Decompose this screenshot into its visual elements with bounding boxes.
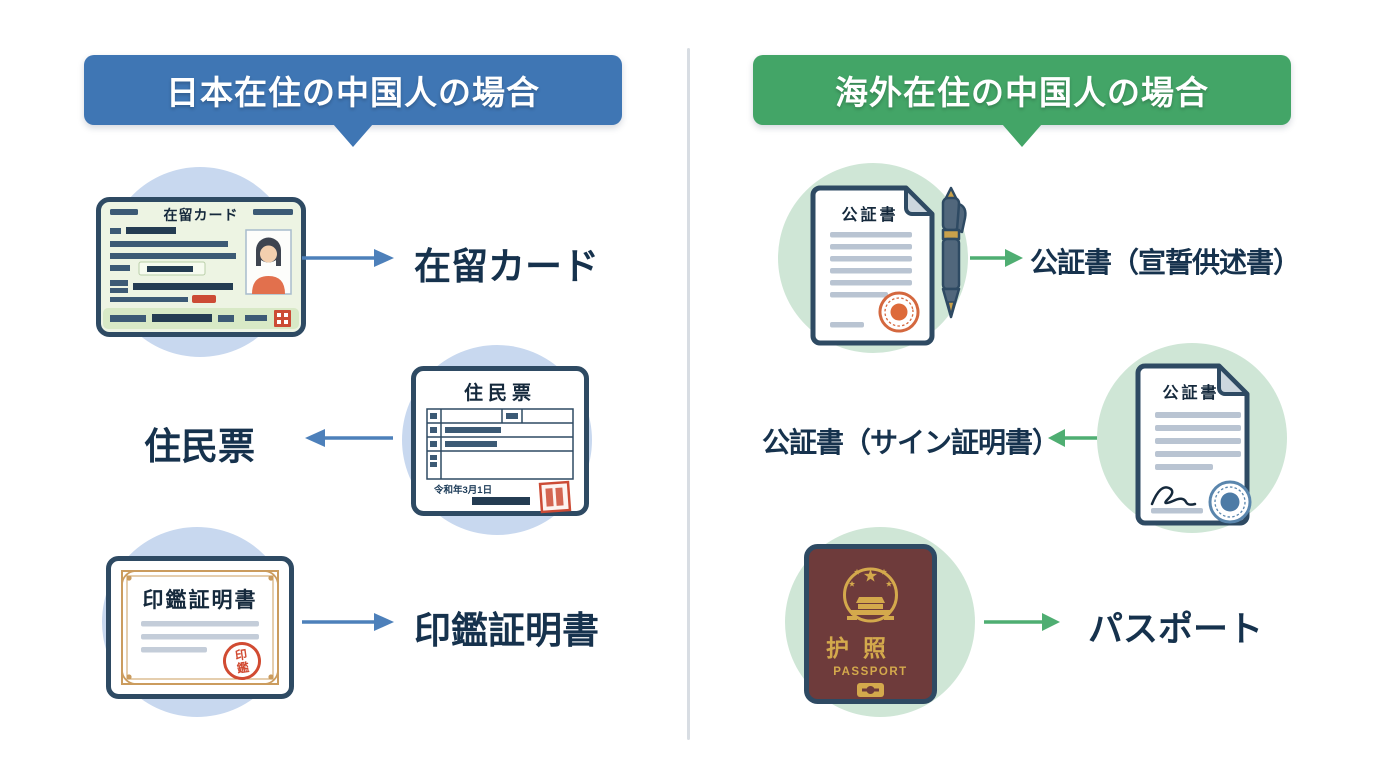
left-header-banner: 日本在住の中国人の場合 [84,55,622,125]
passport-title-en: PASSPORT [833,666,907,678]
notarial-deed-title: 公証書 [1162,383,1219,402]
notarial-deed-pen-icon: 公証書 [810,185,967,346]
fountain-pen-icon [941,186,967,319]
notarial-deed-sign-illustration: 公証書 [1095,340,1290,538]
resident-record-date: 令和年3月1日 [433,484,492,496]
left-header-title: 日本在住の中国人の場合 [166,74,540,111]
right-item-label-notarial-sworn: 公証書（宣誓供述書） [1030,247,1301,278]
notarial-deed-sworn-illustration: 公証書 [776,161,976,359]
notarial-deed-signature-icon: 公証書 [1135,363,1252,526]
arrow-right-icon [302,613,394,631]
passport-title-cn: 护照 [826,635,900,661]
seal-certificate-title: 印鑑証明書 [143,588,258,612]
arrow-left-icon [1048,429,1098,447]
resident-record-icon: 住民票 [411,366,589,516]
right-header-banner: 海外在住の中国人の場合 [753,55,1291,125]
resident-record-title: 住民票 [464,381,536,404]
right-item-label-notarial-sign: 公証書（サイン証明書） [762,427,1060,458]
notarial-deed-title: 公証書 [841,205,898,224]
passport-emblem [847,568,894,620]
seal-certificate-illustration: 印鑑証明書 印 鑑 [98,525,303,720]
residence-card-illustration: 在留カード [88,163,313,358]
arrow-right-icon [984,613,1060,631]
seal-certificate-icon: 印鑑証明書 印 鑑 [106,556,294,699]
left-item-label-residence-card: 在留カード [414,246,599,287]
arrow-left-icon [305,429,393,447]
left-item-label-seal-certificate: 印鑑証明書 [414,610,599,651]
resident-record-illustration: 住民票 [398,343,598,538]
passport-icon: 护照 PASSPORT [804,544,937,704]
arrow-right-icon [302,249,394,267]
center-divider [687,48,690,740]
right-header-title: 海外在住の中国人の場合 [835,74,1209,111]
seal-stamp-char-1: 印 [234,647,248,663]
passport-illustration: 护照 PASSPORT [783,525,983,723]
signature-scribble [1150,486,1197,506]
seal-stamp-char-2: 鑑 [236,659,250,676]
residence-card-title: 在留カード [164,207,239,223]
residence-card-icon: 在留カード [96,197,306,337]
arrow-right-icon [970,249,1023,267]
right-item-label-passport: パスポート [1088,610,1264,649]
left-item-label-resident-record: 住民票 [144,426,255,467]
